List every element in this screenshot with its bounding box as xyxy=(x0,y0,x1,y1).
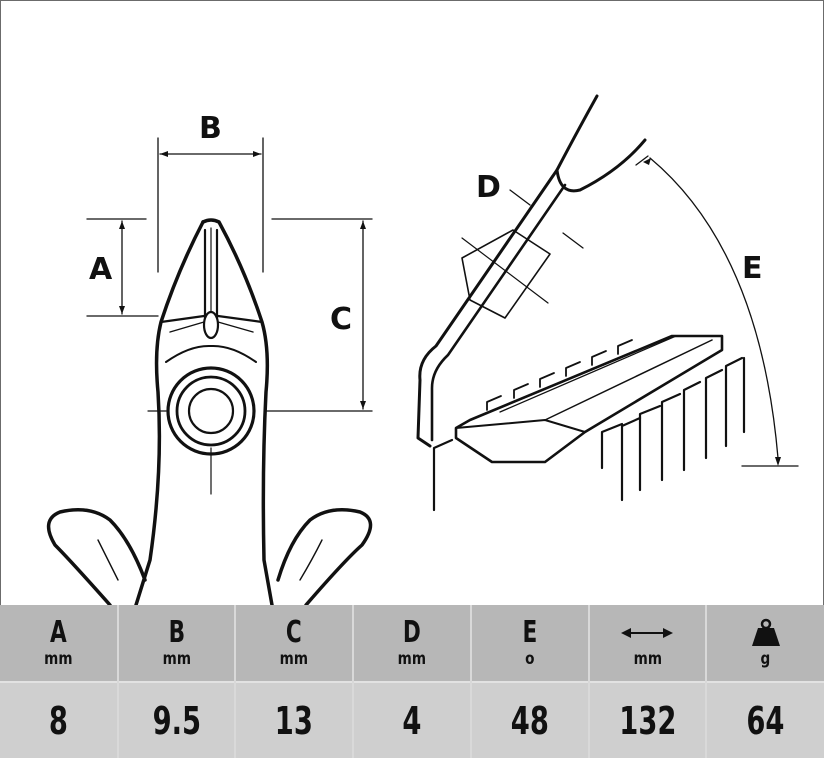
spec-header-unit: o xyxy=(524,649,535,669)
spec-header-unit: mm xyxy=(633,649,662,669)
spec-header-letter: B xyxy=(168,615,185,650)
spec-header-c: C mm xyxy=(235,605,355,682)
spec-header-letter: E xyxy=(522,615,538,650)
spec-value: 48 xyxy=(510,698,549,743)
length-arrow-icon xyxy=(590,618,706,648)
spec-value: 9.5 xyxy=(152,698,201,743)
dimension-label-d: D xyxy=(476,170,501,205)
spec-header-letter: A xyxy=(49,615,67,650)
spec-header-weight: g xyxy=(706,605,824,682)
spec-value-weight: 64 xyxy=(706,681,824,758)
dimension-label-a: A xyxy=(89,252,113,287)
spec-header-length: mm xyxy=(588,605,708,682)
spec-value-c: 13 xyxy=(235,681,355,758)
dimension-label-b: B xyxy=(199,111,222,146)
spec-header-b: B mm xyxy=(117,605,237,682)
spec-header-unit: mm xyxy=(44,649,73,669)
spec-header-unit: mm xyxy=(280,649,309,669)
spec-header-unit: mm xyxy=(162,649,191,669)
dimension-label-c: C xyxy=(330,302,352,337)
weight-icon xyxy=(707,618,824,648)
spec-table: A mm B mm C mm D mm E o m xyxy=(0,605,824,758)
dimension-label-e: E xyxy=(742,251,763,286)
spec-header-d: D mm xyxy=(353,605,472,682)
spec-value: 132 xyxy=(618,698,676,743)
spec-value: 64 xyxy=(746,698,785,743)
spec-value: 8 xyxy=(48,698,68,743)
spec-header-letter: D xyxy=(402,615,421,650)
cutting-view xyxy=(416,94,799,512)
spec-value-a: 8 xyxy=(0,681,119,758)
spec-value-e: 48 xyxy=(470,681,590,758)
spec-header-row: A mm B mm C mm D mm E o m xyxy=(0,605,824,682)
spec-value-length: 132 xyxy=(588,681,708,758)
spec-value: 4 xyxy=(402,698,422,743)
spec-header-letter: C xyxy=(286,615,303,650)
spec-value-b: 9.5 xyxy=(117,681,237,758)
spec-header-unit: g xyxy=(760,649,771,669)
spec-value: 13 xyxy=(275,698,314,743)
pliers-front-view xyxy=(46,137,373,605)
technical-drawing: B A C D E xyxy=(46,94,799,605)
spec-value-d: 4 xyxy=(353,681,472,758)
spec-header-unit: mm xyxy=(397,649,427,669)
spec-header-e: E o xyxy=(470,605,590,682)
spec-values-row: 8 9.5 13 4 48 132 64 xyxy=(0,681,824,758)
spec-header-a: A mm xyxy=(0,605,119,682)
